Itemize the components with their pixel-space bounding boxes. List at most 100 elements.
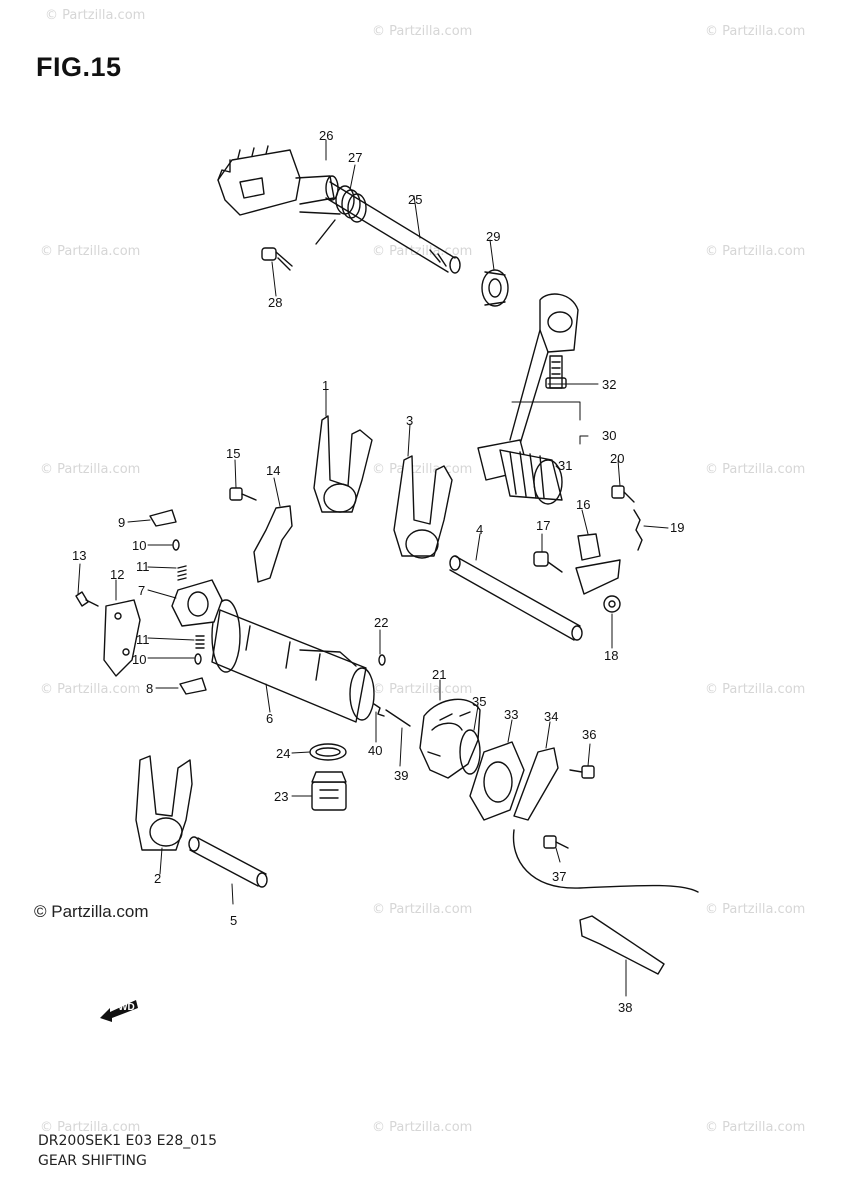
callout-33: 33: [504, 707, 519, 722]
callout-6: 6: [266, 711, 274, 726]
watermark: © Partzilla.com: [705, 244, 806, 259]
callout-15: 15: [226, 446, 241, 461]
callout-23: 23: [274, 789, 289, 804]
part-40-spring: [373, 703, 385, 717]
callout-3: 3: [406, 413, 414, 428]
watermark: © Partzilla.com: [372, 244, 473, 259]
callout-39: 39: [394, 768, 409, 783]
part-10-pin: [172, 539, 202, 665]
callout-30: 30: [602, 428, 617, 443]
part-4-fork-shaft: [449, 555, 583, 641]
part-35-o-ring: [459, 729, 481, 775]
callout-12: 12: [110, 567, 125, 582]
callout-29: 29: [486, 229, 501, 244]
callout-35: 35: [472, 694, 487, 709]
callout-27: 27: [348, 150, 363, 165]
part-11-spring: [177, 565, 205, 649]
callout-36: 36: [582, 727, 597, 742]
part-7-cam-driven-gear: [171, 579, 223, 627]
part-31-lever-rubber: [499, 449, 563, 505]
part-18-washer: [603, 595, 621, 613]
callout-25: 25: [408, 192, 423, 207]
watermark: © Partzilla.com: [372, 24, 473, 39]
part-29-oil-seal: [481, 269, 509, 307]
part-21-cam-plate: [419, 698, 481, 779]
callout-19: 19: [670, 520, 685, 535]
callout-32: 32: [602, 377, 617, 392]
part-37-screw: [543, 835, 569, 849]
callout-40: 40: [368, 743, 383, 758]
watermark: © Partzilla.com: [45, 8, 146, 23]
watermark: © Partzilla.com: [372, 902, 473, 917]
callout-24: 24: [276, 746, 291, 761]
callout-26: 26: [319, 128, 334, 143]
part-14-cam-stopper: [253, 505, 293, 583]
callout-16: 16: [576, 497, 591, 512]
part-22-pin: [378, 654, 386, 666]
callout-31: 31: [558, 458, 573, 473]
part-6-gearshift-cam: [211, 599, 375, 723]
section-title: GEAR SHIFTING: [38, 1153, 147, 1169]
part-26-shift-shaft-sector: [217, 145, 339, 216]
watermark: © Partzilla.com: [705, 462, 806, 477]
model-code: DR200SEK1 E03 E28_015: [38, 1133, 217, 1149]
switch-wire: [512, 829, 699, 893]
part-8-shift-pawl: [179, 677, 207, 695]
part-15-bolt: [229, 487, 257, 501]
callout-10a: 10: [132, 538, 147, 553]
callout-13: 13: [72, 548, 87, 563]
part-3-shift-fork: [393, 455, 453, 559]
callout-22: 22: [374, 615, 389, 630]
watermark: © Partzilla.com: [40, 682, 141, 697]
watermark: © Partzilla.com: [372, 682, 473, 697]
callout-9: 9: [118, 515, 126, 530]
callout-14: 14: [266, 463, 281, 478]
part-27-return-spring: [299, 185, 367, 245]
callout-7: 7: [138, 583, 146, 598]
part-39-pin: [385, 709, 411, 727]
figure-title: FIG.15: [36, 52, 122, 82]
callout-8: 8: [146, 681, 154, 696]
part-38-wire-clamp: [579, 915, 665, 975]
part-13-screw: [75, 591, 99, 607]
part-16-stopper: [575, 533, 621, 595]
part-23-plug: [311, 771, 347, 811]
callout-21: 21: [432, 667, 447, 682]
watermark: © Partzilla.com: [705, 24, 806, 39]
callout-10b: 10: [132, 652, 147, 667]
callout-18: 18: [604, 648, 619, 663]
part-12-cam-guide: [103, 599, 141, 677]
part-5-fork-shaft: [188, 836, 268, 888]
callout-2: 2: [154, 871, 162, 886]
leader-lines: [77, 139, 669, 997]
callout-4: 4: [476, 522, 484, 537]
watermark: © Partzilla.com: [705, 902, 806, 917]
callout-5: 5: [230, 913, 238, 928]
part-34-wire-clamp: [513, 747, 559, 821]
callout-11b: 11: [136, 632, 150, 647]
callout-38: 38: [618, 1000, 633, 1015]
part-19-spring: [633, 509, 643, 551]
copyright-notice: © Partzilla.com: [34, 902, 149, 921]
watermark: © Partzilla.com: [40, 1120, 141, 1135]
callout-34: 34: [544, 709, 559, 724]
part-25-gearshift-shaft: [325, 181, 461, 274]
part-33-gear-position-switch: [469, 741, 525, 821]
watermark: © Partzilla.com: [705, 1120, 806, 1135]
callout-11a: 11: [136, 559, 150, 574]
part-24-o-ring: [309, 743, 347, 761]
part-28-bolt: [261, 247, 293, 271]
part-1-shift-fork: [313, 415, 373, 513]
forward-arrow-icon: [96, 996, 142, 1022]
callout-28: 28: [268, 295, 283, 310]
part-2-shift-fork: [135, 755, 193, 851]
callout-17: 17: [536, 518, 551, 533]
part-36-screw: [569, 765, 595, 779]
watermark: © Partzilla.com: [40, 244, 141, 259]
part-32-bolt: [545, 355, 567, 389]
callout-20: 20: [610, 451, 625, 466]
callout-37: 37: [552, 869, 567, 884]
forward-label: FWD: [112, 1002, 135, 1013]
